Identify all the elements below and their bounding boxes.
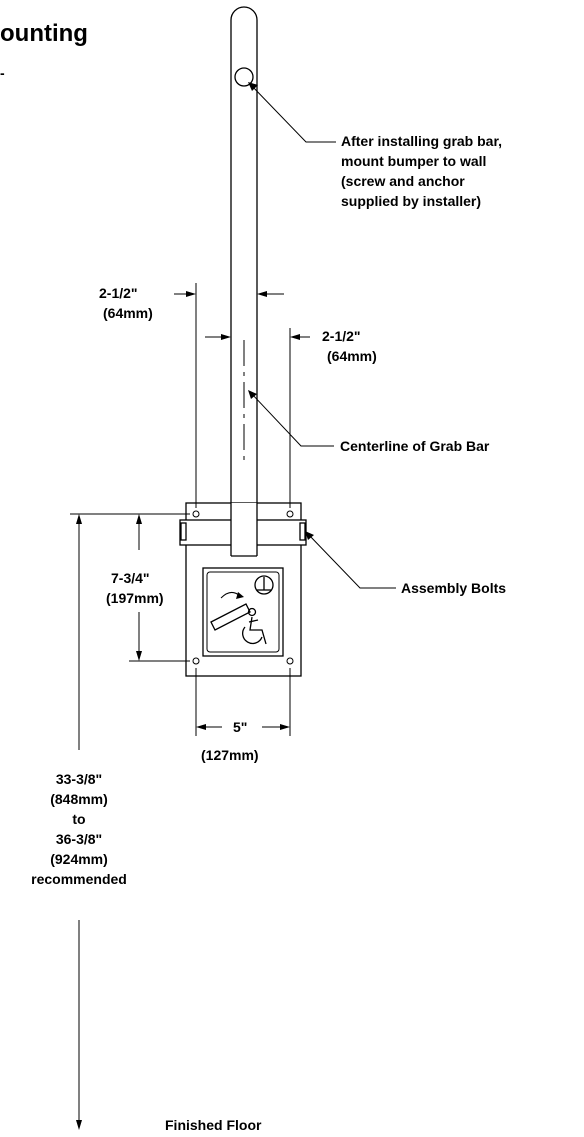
left-offset-metric: (64mm) — [103, 305, 153, 321]
grab-bar — [230, 6, 258, 557]
plate-height-metric: (197mm) — [106, 590, 164, 606]
screw-hole — [192, 657, 200, 665]
mount-height-recommended: recommended — [31, 871, 127, 887]
bumper-callout: After installing grab bar, mount bumper … — [248, 82, 502, 209]
centerline-label: Centerline of Grab Bar — [340, 438, 490, 454]
mount-height-min-metric: (848mm) — [50, 791, 108, 807]
mount-height-max-metric: (924mm) — [50, 851, 108, 867]
plate-width-imperial: 5" — [233, 719, 247, 735]
plate-width-metric: (127mm) — [201, 747, 259, 763]
screw-hole — [192, 510, 200, 518]
assembly-bolts-callout: Assembly Bolts — [305, 531, 506, 596]
mount-height-dimension: 33-3/8" (848mm) to 36-3/8" (924mm) recom… — [31, 513, 186, 1130]
wheelchair-accessibility-icon — [202, 567, 284, 657]
screw-hole — [286, 657, 294, 665]
right-offset-imperial: 2-1/2" — [322, 328, 361, 344]
bumper-note-line: mount bumper to wall — [341, 153, 486, 169]
assembly-bolts-label: Assembly Bolts — [401, 580, 506, 596]
title-fragment: - — [0, 65, 5, 81]
bumper-note-line: After installing grab bar, — [341, 133, 502, 149]
screw-hole — [286, 510, 294, 518]
page-title: ounting — [0, 20, 88, 47]
finished-floor-label: Finished Floor — [165, 1117, 262, 1133]
plate-width-dimension: 5" (127mm) — [195, 668, 291, 763]
mount-height-min: 33-3/8" — [56, 771, 102, 787]
bumper-hole — [234, 67, 254, 87]
mount-height-to: to — [72, 811, 85, 827]
plate-height-imperial: 7-3/4" — [111, 570, 150, 586]
mount-height-max: 36-3/8" — [56, 831, 102, 847]
bumper-note-line: supplied by installer) — [341, 193, 481, 209]
right-offset-dimension: 2-1/2" (64mm) — [205, 326, 377, 508]
right-offset-metric: (64mm) — [327, 348, 377, 364]
plate-height-dimension: 7-3/4" (197mm) — [106, 513, 190, 662]
left-offset-dimension: 2-1/2" (64mm) — [99, 283, 284, 508]
left-offset-imperial: 2-1/2" — [99, 285, 138, 301]
bumper-note-line: (screw and anchor — [341, 173, 465, 189]
centerline-callout: Centerline of Grab Bar — [248, 390, 490, 454]
